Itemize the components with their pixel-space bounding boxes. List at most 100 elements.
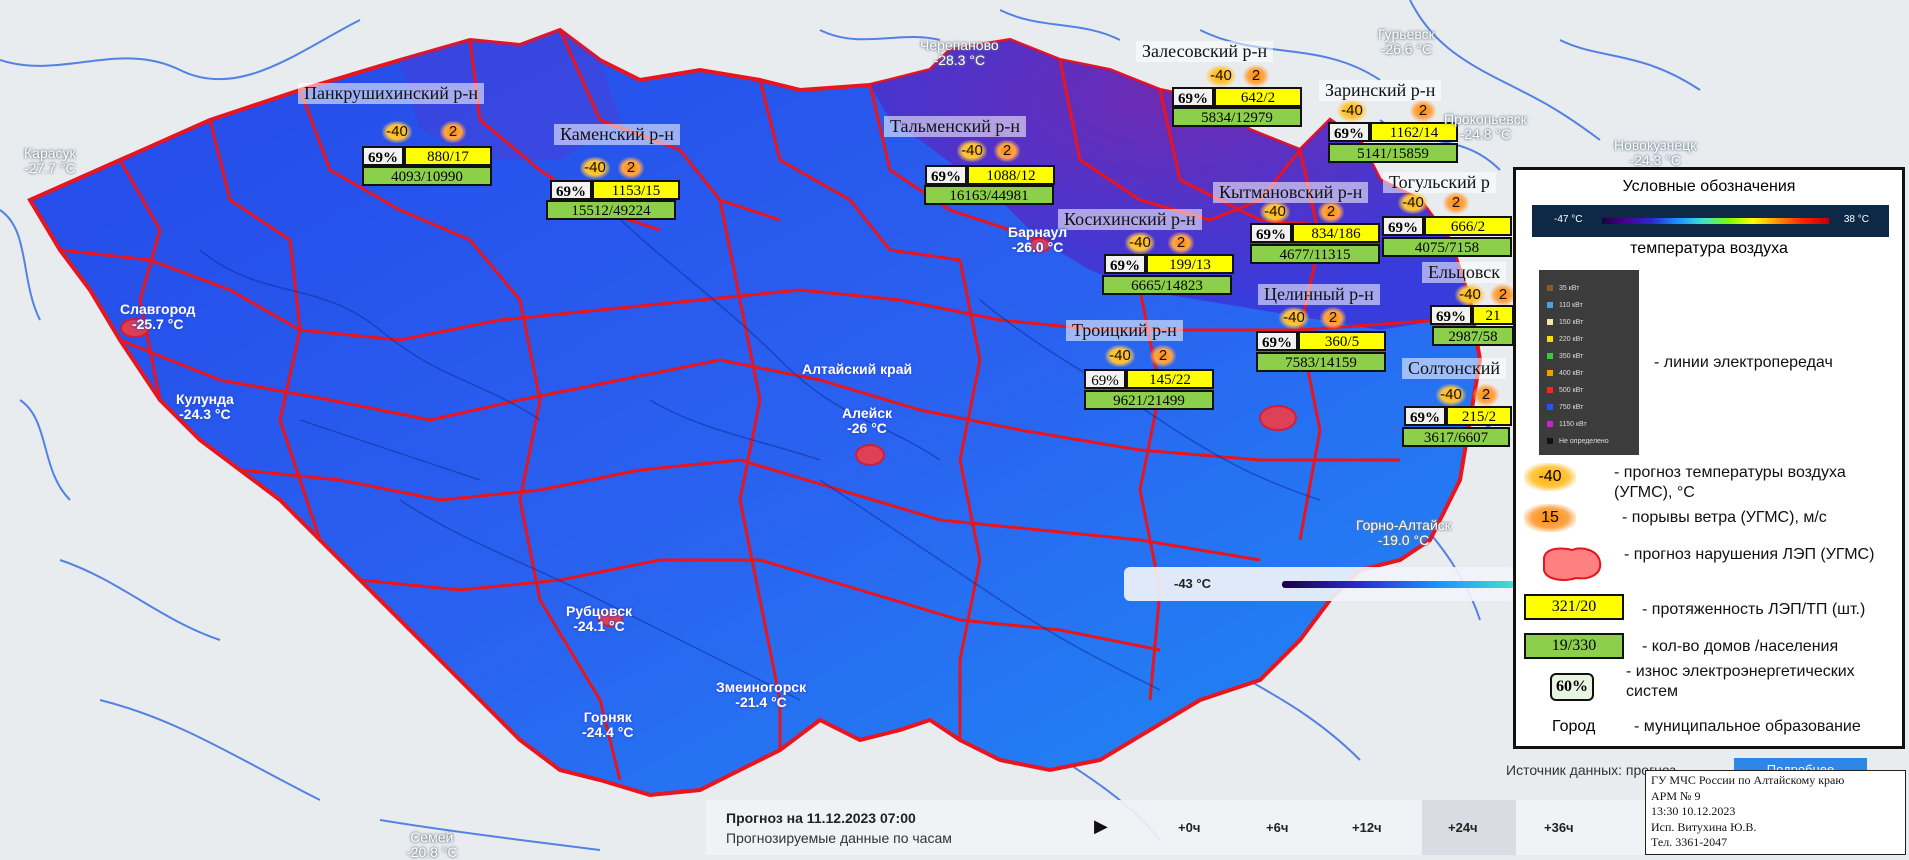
inner-rivers (199, 199, 1321, 701)
line-type-item: 750 кВт (1547, 403, 1583, 413)
line-type-swatch (1547, 387, 1553, 394)
step-button[interactable]: +12ч (1352, 820, 1382, 835)
city-label-text: - муниципальное образование (1634, 718, 1861, 735)
temp-forecast: -40 (1398, 192, 1428, 214)
city-label[interactable]: Алейск-26 °C (842, 405, 893, 436)
temperature-slider[interactable]: -43 °C (1124, 567, 1514, 601)
homes-count: 6665/14823 (1102, 275, 1232, 295)
play-icon[interactable]: ▶ (1094, 816, 1108, 836)
district-name: Залесовский р-н (1136, 41, 1274, 62)
temp-forecast: -40 (382, 121, 412, 143)
step-button[interactable]: +36ч (1544, 820, 1574, 835)
lep-count: 360/5 (1298, 331, 1386, 351)
homes-count: 16163/44981 (924, 185, 1054, 205)
city-label[interactable]: Славгород-25.7 °C (120, 301, 196, 332)
line-type-swatch (1547, 336, 1553, 343)
forecast-timebar: Прогноз на 11.12.2023 07:00 Прогнозируем… (706, 800, 1646, 855)
step-button[interactable]: +6ч (1266, 820, 1289, 835)
lines-label: - линии электропередач (1654, 354, 1833, 371)
homes-count: 4075/7158 (1382, 237, 1512, 257)
line-type-swatch (1547, 285, 1553, 292)
outer-city-label[interactable]: Карасук-27.7 °C (24, 145, 76, 176)
homes-count: 7583/14159 (1256, 352, 1386, 372)
outer-city-label[interactable]: Новокузнецк-24.3 °C (1614, 137, 1697, 168)
homes-count: 15512/49224 (546, 200, 676, 220)
city-label[interactable]: Рубцовск-24.1 °C (566, 603, 632, 634)
homes-count: 4677/11315 (1250, 244, 1380, 264)
city-label[interactable]: Алтайский край (802, 361, 913, 377)
wind-gusts: 2 (440, 121, 466, 143)
wind-label: - порывы ветра (УГМС), м/с (1622, 509, 1827, 526)
homes-sample: 19/330 (1524, 633, 1624, 659)
district-name: Ельцовск (1422, 262, 1506, 283)
scale-gradient (1602, 218, 1829, 224)
lep-count: 21 (1472, 305, 1514, 325)
wind-gusts: 2 (1150, 345, 1176, 367)
district-name: Троицкий р-н (1066, 320, 1183, 341)
temp-forecast: -40 (1206, 65, 1236, 87)
line-type-label: 110 кВт (1559, 302, 1583, 309)
lep-count: 1088/12 (967, 165, 1055, 185)
outer-city-label[interactable]: Гурьевск-26.6 °C (1378, 26, 1435, 57)
source-label: Источник данных: прогноз (1506, 762, 1676, 778)
break-zone-sample (1543, 547, 1602, 581)
temp-forecast: -40 (1260, 201, 1290, 223)
lep-count: 145/22 (1126, 369, 1214, 389)
scale-subtitle: температура воздуха (1630, 240, 1788, 257)
line-type-item: Не определено (1547, 437, 1609, 447)
line-type-swatch (1547, 319, 1553, 326)
lep-count: 1153/15 (592, 180, 680, 200)
outer-city-label[interactable]: Горно-Алтайск-19.0 °C (1356, 517, 1451, 548)
wind-gusts: 2 (1410, 100, 1436, 122)
line-type-swatch (1547, 302, 1553, 309)
wear-label: - износ электроэнергетических систем (1626, 663, 1855, 700)
district-name: Целинный р-н (1258, 284, 1380, 305)
line-type-swatch (1547, 438, 1553, 445)
homes-count: 5141/15859 (1328, 143, 1458, 163)
outer-city-label[interactable]: Семей-20.8 °C (406, 829, 458, 860)
wear-badge: 69% (1328, 122, 1370, 142)
temp-forecast: -40 (1279, 307, 1309, 329)
step-button[interactable]: +0ч (1178, 820, 1201, 835)
line-type-item: 150 кВт (1547, 318, 1583, 328)
scale-max: 38 °C (1843, 214, 1869, 225)
wear-badge: 69% (1172, 87, 1214, 107)
line-type-label: 500 кВт (1559, 387, 1584, 394)
line-type-label: 1150 кВт (1559, 421, 1587, 428)
wind-gusts: 2 (1168, 232, 1194, 254)
forecast-caption: Прогнозируемые данные по часам (726, 830, 952, 846)
city-label[interactable]: Горняк-24.4 °C (582, 709, 634, 740)
line-type-label: 150 кВт (1559, 319, 1584, 326)
homes-label: - кол-во домов /населения (1642, 638, 1839, 655)
city-label[interactable]: Барнаул-26.0 °C (1008, 224, 1068, 255)
lep-count: 880/17 (404, 146, 492, 166)
line-type-label: Не определено (1559, 438, 1609, 445)
active-step-highlight (1422, 800, 1516, 855)
wind-gusts: 2 (1490, 284, 1516, 306)
homes-count: 9621/21499 (1084, 390, 1214, 410)
slider-gradient[interactable] (1282, 581, 1514, 588)
temp-sample: -40 (1524, 463, 1576, 491)
district-name: Тогульский р (1383, 172, 1496, 193)
line-type-swatch (1547, 370, 1553, 377)
homes-count: 4093/10990 (362, 166, 492, 186)
break-label: - прогноз нарушения ЛЭП (УГМС) (1624, 546, 1875, 563)
homes-count: 3617/6607 (1402, 427, 1510, 447)
line-type-label: 35 кВт (1559, 285, 1580, 292)
lep-count: 642/2 (1214, 87, 1302, 107)
outer-city-label[interactable]: Черепаново-28.3 °C (920, 37, 999, 68)
temp-forecast: -40 (1455, 284, 1485, 306)
wind-gusts: 2 (618, 157, 644, 179)
line-type-label: 350 кВт (1559, 353, 1584, 360)
temp-forecast: -40 (1436, 384, 1466, 406)
wind-gusts: 2 (1318, 201, 1344, 223)
city-label[interactable]: Змеиногорск-21.4 °C (716, 679, 807, 710)
wear-badge: 69% (1256, 331, 1298, 351)
city-label[interactable]: Кулунда-24.3 °C (176, 391, 234, 422)
line-type-label: 400 кВт (1559, 370, 1584, 377)
line-type-item: 400 кВт (1547, 369, 1583, 379)
homes-count: 2987/58 (1432, 326, 1514, 346)
step-button[interactable]: +24ч (1448, 820, 1478, 835)
line-type-label: 220 кВт (1559, 336, 1584, 343)
outer-city-label[interactable]: Прокопьевск-24.8 °C (1444, 111, 1527, 142)
